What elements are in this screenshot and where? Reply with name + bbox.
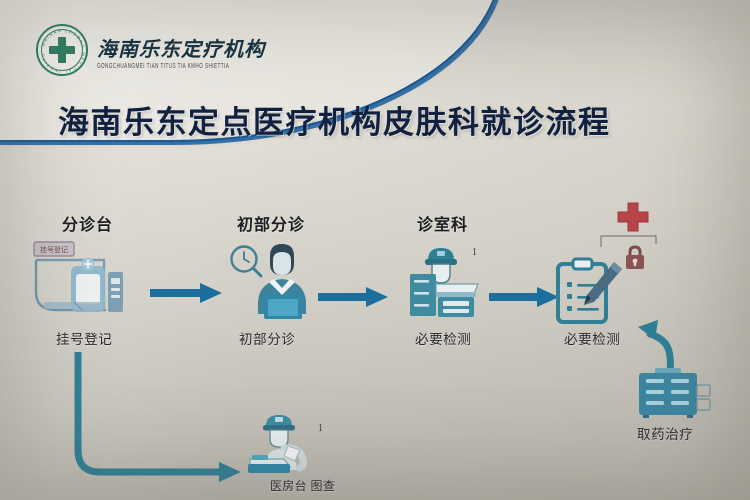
medicine-cabinet-icon xyxy=(635,366,725,418)
logo-cn-name: 海南乐东定疗机构 xyxy=(97,38,265,61)
step-heading-initial-triage: 初部分诊 xyxy=(237,217,306,234)
officer-desk-icon xyxy=(248,412,348,474)
lock-icon xyxy=(622,245,648,271)
caption-examination: 必要检测 xyxy=(564,332,621,347)
curved-arrow-down-right-icon xyxy=(73,350,253,490)
logo: HAINAN LEDONG MEDICAL INSTITUTION 海南乐东定疗… xyxy=(35,21,265,76)
caption-initial-triage: 初部分诊 xyxy=(239,332,296,347)
consult-room-badge: 1 xyxy=(472,247,477,258)
doctor-counter-icon xyxy=(406,240,502,320)
arrow-right-icon-1 xyxy=(150,282,224,304)
red-cross-icon xyxy=(616,202,650,234)
medical-cross-seal-icon: HAINAN LEDONG MEDICAL INSTITUTION xyxy=(35,21,88,76)
officer-desk-badge: 1 xyxy=(318,423,323,434)
caption-pharmacy: 取药治疗 xyxy=(637,427,694,442)
caption-consult-room: 必要检测 xyxy=(415,332,472,347)
nurse-at-desk-icon xyxy=(226,240,326,320)
svg-text:挂号登记: 挂号登记 xyxy=(40,245,68,254)
registration-counter-icon: 挂号登记 xyxy=(30,240,142,320)
caption-bottom: 医房台 图查 xyxy=(270,479,336,493)
clipboard-pen-icon xyxy=(556,257,628,324)
arrow-right-icon-2 xyxy=(318,287,390,307)
bracket-line-decor xyxy=(600,234,658,248)
page-title: 海南乐东定点医疗机构皮肤科就诊流程 xyxy=(58,105,611,141)
step-heading-consult-room: 诊室科 xyxy=(417,217,469,234)
caption-triage-desk: 挂号登记 xyxy=(56,332,113,347)
arrow-right-icon-3 xyxy=(489,287,561,307)
step-heading-triage-desk: 分诊台 xyxy=(62,217,114,234)
logo-en-name: GONGCHUANGMEI TIAN TITUS TIA KMHO SHIETT… xyxy=(97,61,230,69)
curved-arrow-down-left-icon xyxy=(636,318,696,376)
